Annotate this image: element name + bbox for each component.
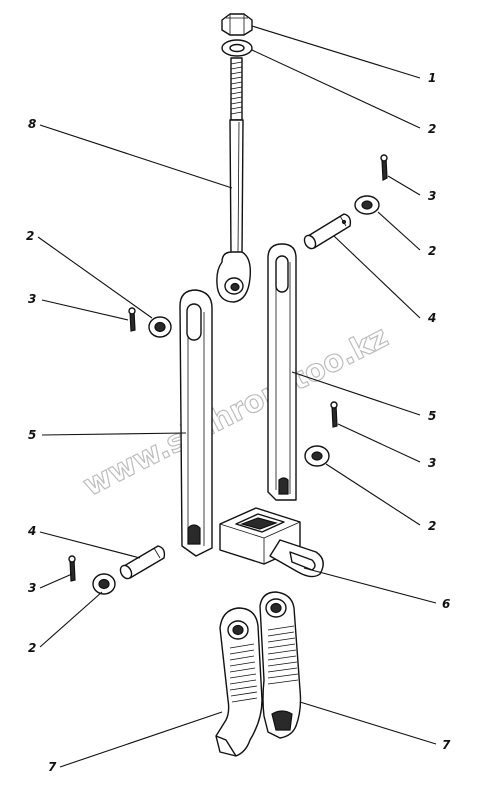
link-bar-left-part	[179, 289, 213, 557]
callout-2-washer-left-lower: 2	[28, 641, 36, 655]
cotter-pin-left-upper-part	[128, 307, 136, 332]
callout-3-cotter-left-upper: 3	[28, 292, 36, 306]
long-rod-part	[216, 57, 252, 303]
cotter-pin-right-middle-part	[330, 401, 338, 428]
hex-nut-part	[221, 13, 253, 36]
washer-left-lower-part	[92, 573, 116, 595]
grip-jaw-right-part	[259, 591, 302, 739]
callout-5-link-right: 5	[428, 409, 436, 423]
callout-3-cotter-right-middle: 3	[428, 456, 436, 470]
shackle-block-part	[219, 507, 324, 578]
cotter-pin-left-lower-part	[68, 555, 76, 582]
cotter-pin-top-right-part	[380, 154, 388, 181]
callout-3-cotter-left-lower: 3	[28, 581, 36, 595]
watermark-text: www.sinhron-too.kz	[78, 319, 394, 503]
washer-left-upper-part	[148, 316, 172, 338]
callout-4-pin-right: 4	[427, 311, 436, 325]
link-bar-right-part	[267, 243, 297, 501]
callout-1-nut: 1	[428, 71, 436, 85]
callout-5-link-left: 5	[28, 428, 36, 442]
grip-jaw-left-part	[215, 607, 263, 757]
callout-3-cotter-top-right: 3	[428, 189, 436, 203]
washer-right-middle-part	[304, 445, 330, 467]
leader-lines	[37, 25, 437, 768]
callout-7-jaw-right: 7	[442, 738, 451, 752]
callout-4-pin-left: 4	[27, 524, 36, 538]
washer-right-part	[354, 195, 380, 215]
callout-2-washer-right: 2	[428, 244, 436, 258]
callout-2-washer-top: 2	[428, 122, 436, 136]
callout-8-rod: 8	[28, 117, 36, 131]
callout-7-jaw-left: 7	[48, 760, 57, 774]
callout-2-washer-right-middle: 2	[428, 519, 436, 533]
callout-labels: 1 2 8 3 2 2 3 4 5 5 3 2 4 3 2 6 7 7	[26, 71, 451, 774]
pin-right-part	[303, 213, 352, 250]
callout-2-washer-left-upper: 2	[26, 229, 34, 243]
callout-6-shackle: 6	[442, 597, 450, 611]
pin-left-part	[119, 545, 166, 580]
washer-top-part	[221, 39, 253, 57]
